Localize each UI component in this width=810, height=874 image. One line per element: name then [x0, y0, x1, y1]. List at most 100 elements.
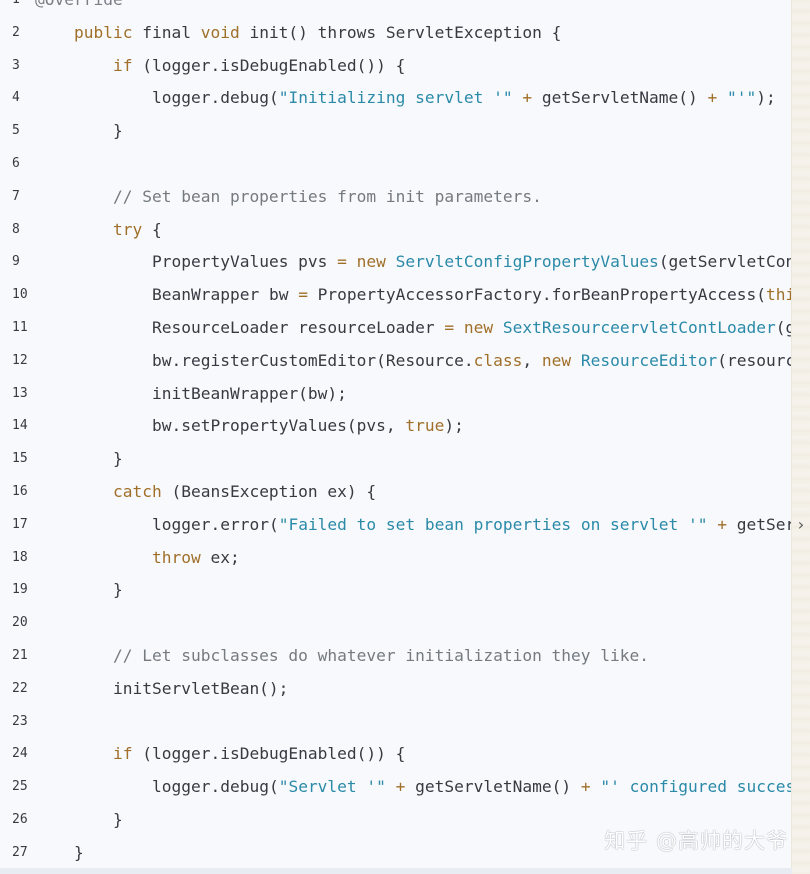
line-source: if (logger.isDebugEnabled()) { — [113, 50, 405, 83]
line-number: 17 — [12, 516, 28, 532]
line-source: logger.debug("Initializing servlet '" + … — [152, 82, 776, 115]
code-token: // Let subclasses do whatever initializa… — [113, 645, 650, 665]
code-token: logger.debug( — [152, 88, 279, 108]
line-source: try { — [113, 214, 162, 247]
code-token: if — [113, 744, 133, 764]
line-source: bw.registerCustomEditor(Resource.class, … — [152, 345, 805, 378]
horizontal-scrollbar[interactable] — [0, 868, 792, 874]
line-number: 25 — [12, 779, 28, 795]
line-number: 21 — [12, 647, 28, 663]
code-token — [493, 318, 503, 337]
code-line: 26} — [0, 804, 792, 837]
code-line: 18 throw ex; — [0, 542, 792, 575]
code-token: "' configured success — [600, 777, 806, 797]
line-source: } — [113, 574, 123, 607]
code-line: 20 — [0, 607, 792, 640]
code-line: 5} — [0, 115, 792, 148]
line-number: 20 — [12, 615, 28, 631]
code-line: 7 // Set bean properties from init parame… — [0, 181, 792, 214]
line-number: 22 — [12, 680, 28, 696]
line-number: 18 — [12, 549, 28, 565]
code-token: logger.debug( — [152, 777, 279, 797]
line-source: initBeanWrapper(bw); — [152, 378, 347, 411]
code-line: 1@Override — [0, 0, 792, 17]
right-scroll-strip[interactable] — [791, 0, 810, 874]
code-token: new — [463, 317, 494, 337]
line-number: 14 — [12, 418, 28, 434]
code-token: true — [405, 416, 445, 436]
code-line: 15} — [0, 443, 792, 476]
code-token: = — [337, 252, 347, 272]
chevron-right-icon[interactable]: › — [797, 515, 805, 534]
code-token: public — [74, 22, 133, 42]
code-line: 16 catch (BeansException ex) { — [0, 476, 792, 509]
line-source: BeanWrapper bw = PropertyAccessorFactory… — [152, 279, 805, 312]
code-token: // Set bean properties from init paramet… — [113, 186, 542, 206]
line-source: ResourceLoader resourceLoader = new Sext… — [152, 312, 805, 345]
line-number: 11 — [12, 319, 28, 335]
code-token: if — [113, 55, 133, 75]
code-token: + — [522, 88, 533, 108]
code-token: initBeanWrapper(bw); — [152, 383, 347, 403]
line-number: 19 — [12, 582, 28, 598]
code-token: getServ — [727, 514, 805, 534]
line-number: 10 — [12, 287, 28, 303]
line-source: @Override — [35, 0, 123, 17]
code-token: bw.setPropertyValues(pvs, — [152, 416, 406, 436]
code-token: BeanWrapper bw — [152, 285, 299, 305]
code-token: void — [200, 22, 240, 42]
code-token — [571, 351, 581, 370]
code-line: 3 if (logger.isDebugEnabled()) { — [0, 50, 792, 83]
code-token: ex; — [200, 547, 240, 567]
code-token: + — [395, 777, 406, 797]
line-source: if (logger.isDebugEnabled()) { — [113, 738, 405, 771]
code-token: getServletName() — [405, 777, 581, 797]
code-token: (logger.isDebugEnabled()) { — [132, 55, 406, 75]
code-token: ResourceLoader resourceLoader — [152, 317, 445, 337]
line-number: 3 — [12, 57, 20, 73]
line-number: 9 — [12, 254, 20, 270]
line-source: } — [113, 804, 123, 837]
code-token: @Override — [35, 0, 123, 9]
line-number: 5 — [12, 123, 20, 139]
code-line: 24 if (logger.isDebugEnabled()) { — [0, 738, 792, 771]
code-token: throw — [152, 547, 201, 567]
code-token: + — [580, 777, 591, 797]
code-token — [347, 252, 357, 271]
code-token — [454, 318, 464, 337]
code-token: + — [707, 88, 718, 108]
line-number: 16 — [12, 483, 28, 499]
code-token: bw.registerCustomEditor(Resource. — [152, 350, 474, 370]
code-token: } — [113, 809, 123, 829]
line-source: PropertyValues pvs = new ServletConfigPr… — [152, 246, 805, 279]
code-token: catch — [113, 481, 162, 501]
code-line: 10 BeanWrapper bw = PropertyAccessorFacto… — [0, 279, 805, 312]
line-number: 12 — [12, 352, 28, 368]
code-token: (resource — [717, 350, 806, 370]
line-source: catch (BeansException ex) { — [113, 476, 376, 509]
code-line: 27} — [0, 837, 792, 870]
code-token: = — [298, 285, 308, 305]
code-token: logger.error( — [152, 514, 279, 534]
code-token: { — [142, 219, 162, 239]
code-token: (getServletConf — [658, 252, 805, 272]
line-number: 7 — [12, 188, 20, 204]
line-source: // Let subclasses do whatever initializa… — [113, 640, 649, 673]
line-number: 24 — [12, 746, 28, 762]
code-token: + — [717, 514, 728, 534]
code-token: SextResourceervletContLoader — [502, 317, 776, 337]
line-number: 1 — [0, 0, 46, 17]
code-token: } — [113, 449, 123, 469]
line-number: 27 — [12, 844, 28, 860]
line-number: 23 — [12, 713, 28, 729]
code-token: ResourceEditor — [580, 350, 718, 370]
watermark: 知乎 @高帅的大爷 — [604, 829, 788, 853]
code-token — [386, 777, 396, 796]
